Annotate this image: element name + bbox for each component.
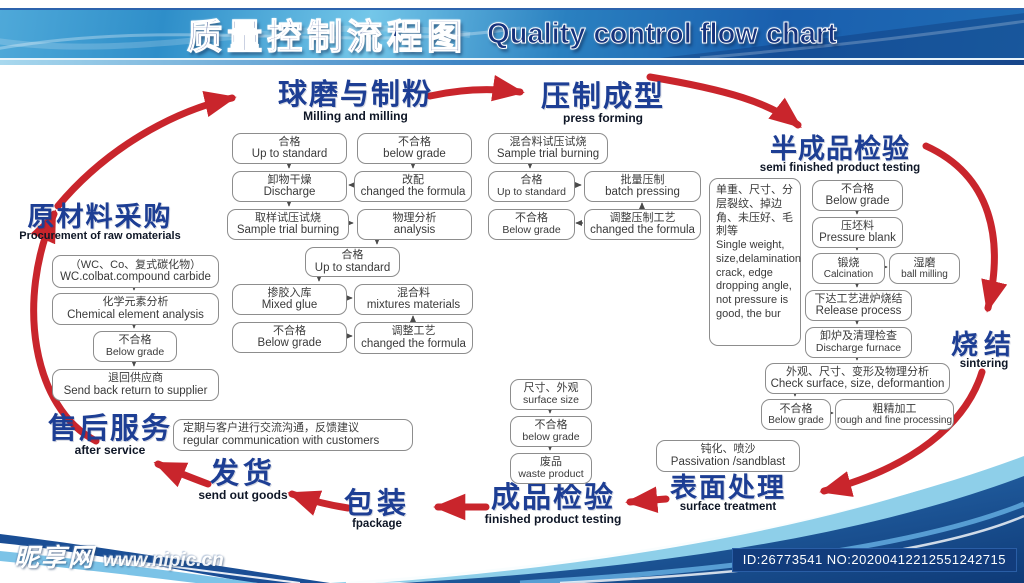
arrow-press-to-semi	[646, 73, 802, 129]
arrow-milling-to-press	[426, 74, 525, 102]
stage-milling-en: Milling and milling	[303, 109, 408, 124]
arrow-service-to-raw	[30, 209, 100, 445]
stage-press-forming: 压制成型 press forming	[538, 81, 668, 126]
stage-package-zh: 包装	[343, 488, 410, 520]
stage-surface-zh: 表面处理	[670, 473, 786, 503]
stage-delivery-en: send out goods	[198, 488, 288, 503]
image-id-bar: ID:26773541 NO:20200412212551242715	[731, 548, 1017, 572]
stage-raw-zh: 原材料采购	[27, 202, 173, 232]
stage-surface-en: surface treatment	[679, 501, 777, 514]
stage-milling-zh: 球磨与制粉	[277, 79, 433, 111]
stage-package: 包装 fpackage	[342, 488, 412, 531]
banner-stripe-gradient	[0, 60, 1024, 65]
stage-semi-finished-testing: 半成品检验 semi finished product testing	[755, 134, 925, 175]
stage-product-zh: 成品检验	[490, 482, 615, 514]
stage-delivery-zh: 发货	[209, 458, 276, 490]
watermark-url: www.nipic.cn	[103, 550, 224, 571]
stage-service-zh: 售后服务	[47, 413, 172, 445]
page-title-zh: 质量控制流程图	[187, 17, 468, 57]
stage-after-service: 售后服务 after service	[45, 413, 175, 458]
stage-milling: 球磨与制粉 Milling and milling	[273, 79, 438, 124]
stage-press-en: press forming	[562, 111, 643, 126]
stage-product-en: finished product testing	[484, 512, 622, 527]
page-title-en: Quality control flow chart	[487, 17, 838, 50]
box-wc-co-carbide: （WC、Co、复式碳化物）WC.colbat.compound carbide	[52, 255, 219, 288]
banner-stripe-light	[0, 58, 1024, 60]
stage-finished-product-testing: 成品检验 finished product testing	[483, 482, 623, 527]
stage-semi-en: semi finished product testing	[759, 162, 921, 175]
stage-surface-treatment: 表面处理 surface treatment	[668, 473, 788, 514]
stage-sinter-zh: 烧结	[951, 330, 1017, 360]
stage-semi-zh: 半成品检验	[770, 134, 910, 164]
stage-press-zh: 压制成型	[540, 81, 665, 113]
stage-package-en: fpackage	[352, 518, 402, 531]
stage-service-en: after service	[74, 443, 146, 458]
title-banner: 质量控制流程图 Quality control flow chart	[0, 8, 1024, 58]
arrow-raw-to-milling	[54, 91, 237, 210]
stage-delivery: 发货 send out goods	[198, 458, 288, 503]
arrow-package-to-delivery	[287, 490, 352, 516]
watermark: 昵享网 www.nipic.cn	[14, 538, 224, 574]
stage-raw-materials: 原材料采购 Procurement of raw omaterials	[15, 202, 185, 243]
stage-raw-en: Procurement of raw omaterials	[19, 230, 181, 243]
stage-sinter-en: sintering	[959, 358, 1009, 371]
watermark-logo: 昵享网	[14, 544, 96, 572]
stage-sintering: 烧结 sintering	[946, 330, 1022, 371]
arrow-surface-to-product	[625, 486, 670, 513]
